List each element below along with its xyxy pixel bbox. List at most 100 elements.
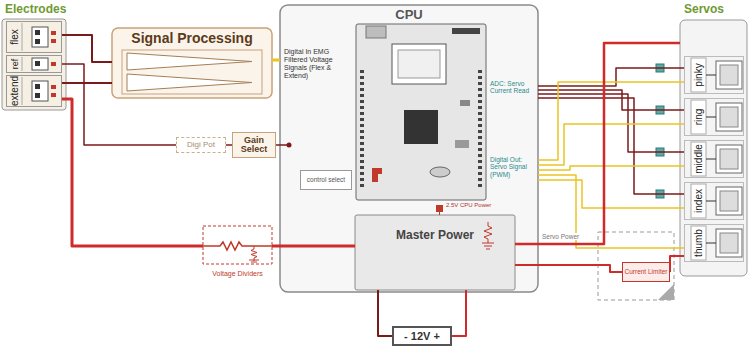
controller-board (356, 24, 486, 200)
terminal-pin (35, 84, 40, 89)
node-label: pinky (693, 63, 705, 86)
cpu-frame (280, 5, 538, 292)
wire-connector (538, 124, 684, 165)
resistor-symbol (482, 222, 494, 249)
servo-body (716, 61, 742, 89)
row-divider (22, 23, 23, 51)
current-limiter: Current Limiter (622, 262, 670, 282)
wire-connector (272, 59, 280, 62)
gain-select-box: Gain Select (232, 132, 276, 158)
node-label: Voltage Dividers (212, 270, 263, 280)
electrode-lead: ref (6, 55, 62, 73)
terminal-block (32, 81, 48, 101)
master-power-box: Master Power (355, 215, 515, 290)
servo-core (720, 233, 738, 253)
control-select-box: control select (300, 170, 352, 190)
node-label: index (693, 189, 705, 213)
power-lead (439, 212, 440, 215)
wire-connector (515, 43, 680, 244)
terminal-contact (51, 62, 56, 66)
servo-unit: thumb (684, 224, 744, 262)
usb-port (366, 26, 386, 38)
resistor-symbol (249, 246, 259, 262)
filter-block: Signal Processing (112, 28, 272, 98)
emulator-chip-core (398, 50, 440, 78)
wire-connector (538, 175, 684, 248)
terminal-pin (35, 30, 40, 35)
servo-body (716, 145, 742, 173)
wire-connector (538, 180, 684, 208)
signal-label: Digital Out: Servo Signal (PWM) (490, 156, 536, 178)
wire-connector (62, 64, 176, 145)
row-divider (22, 57, 23, 71)
servo-panel: Servospinkyringmiddleindexthumb (680, 2, 747, 278)
signal-label: Servo Power (541, 233, 580, 240)
servo-body (716, 229, 742, 257)
wire-connector (670, 256, 684, 272)
node-label: - 12V + (404, 330, 440, 343)
servo-unit: index (684, 182, 744, 220)
battery: - 12V + (392, 326, 452, 346)
terminal-pin (35, 39, 40, 44)
servo-core (720, 107, 738, 127)
corner-mark (658, 284, 674, 300)
servo-body (716, 187, 742, 215)
electrode-lead: flex (6, 21, 62, 53)
node-label: extend (9, 76, 21, 106)
row-divider (22, 77, 23, 105)
wire-connector (272, 245, 355, 248)
servo-tag (691, 100, 706, 134)
node-label: Servos (680, 2, 724, 17)
terminal-block (32, 58, 48, 70)
node-label: CPU (395, 5, 422, 23)
pin-header (452, 28, 480, 34)
servo-lead (706, 75, 716, 76)
terminal-pin (35, 61, 40, 66)
servo-lead (706, 243, 716, 244)
divider-frame (203, 226, 272, 264)
servo-tag (691, 226, 706, 260)
signal-label: ADC: Servo Current Read (490, 80, 536, 95)
wire-connector (62, 35, 112, 62)
servo-tag (691, 142, 706, 176)
servo-lead (706, 201, 716, 202)
node-label: Gain Select (233, 136, 275, 155)
filter-bracket (122, 50, 262, 94)
electrodes-panel: Electrodesflexrefextend (2, 2, 71, 112)
digital-potentiometer: Digi Pot (176, 137, 226, 153)
servo-lead (706, 159, 716, 160)
node-label: Current Limiter (625, 268, 668, 275)
resistor-symbol (203, 242, 272, 250)
crystal (430, 167, 450, 177)
terminal-contact (51, 39, 56, 43)
wire-connector (538, 94, 684, 152)
panel-frame (2, 19, 66, 110)
board-part (455, 140, 469, 148)
power-connector (436, 205, 443, 212)
wire-connector (538, 90, 684, 110)
servo-unit: middle (684, 140, 744, 178)
wire-dot (287, 143, 292, 148)
wire-connector (538, 68, 684, 86)
board-part (460, 100, 470, 106)
terminal-contact (51, 93, 56, 97)
wire-connector (62, 82, 112, 84)
node-label: ref (10, 59, 20, 70)
servo-lead (706, 117, 716, 118)
node-label: flex (9, 29, 21, 45)
servo-core (720, 65, 738, 85)
wire-connector (62, 99, 203, 246)
signal-label: 2.5V CPU Power (446, 202, 506, 209)
servo-body (716, 103, 742, 131)
microcontroller-chip (404, 110, 438, 144)
servo-panel-frame (680, 20, 747, 276)
wire-connector (378, 290, 392, 336)
filter-frame (112, 28, 272, 98)
servo-tag (691, 58, 706, 92)
voltage-divider: Voltage Dividers (203, 226, 272, 280)
node-label: middle (693, 144, 705, 173)
node-label: thumb (693, 229, 705, 257)
wire-connector (452, 290, 466, 336)
